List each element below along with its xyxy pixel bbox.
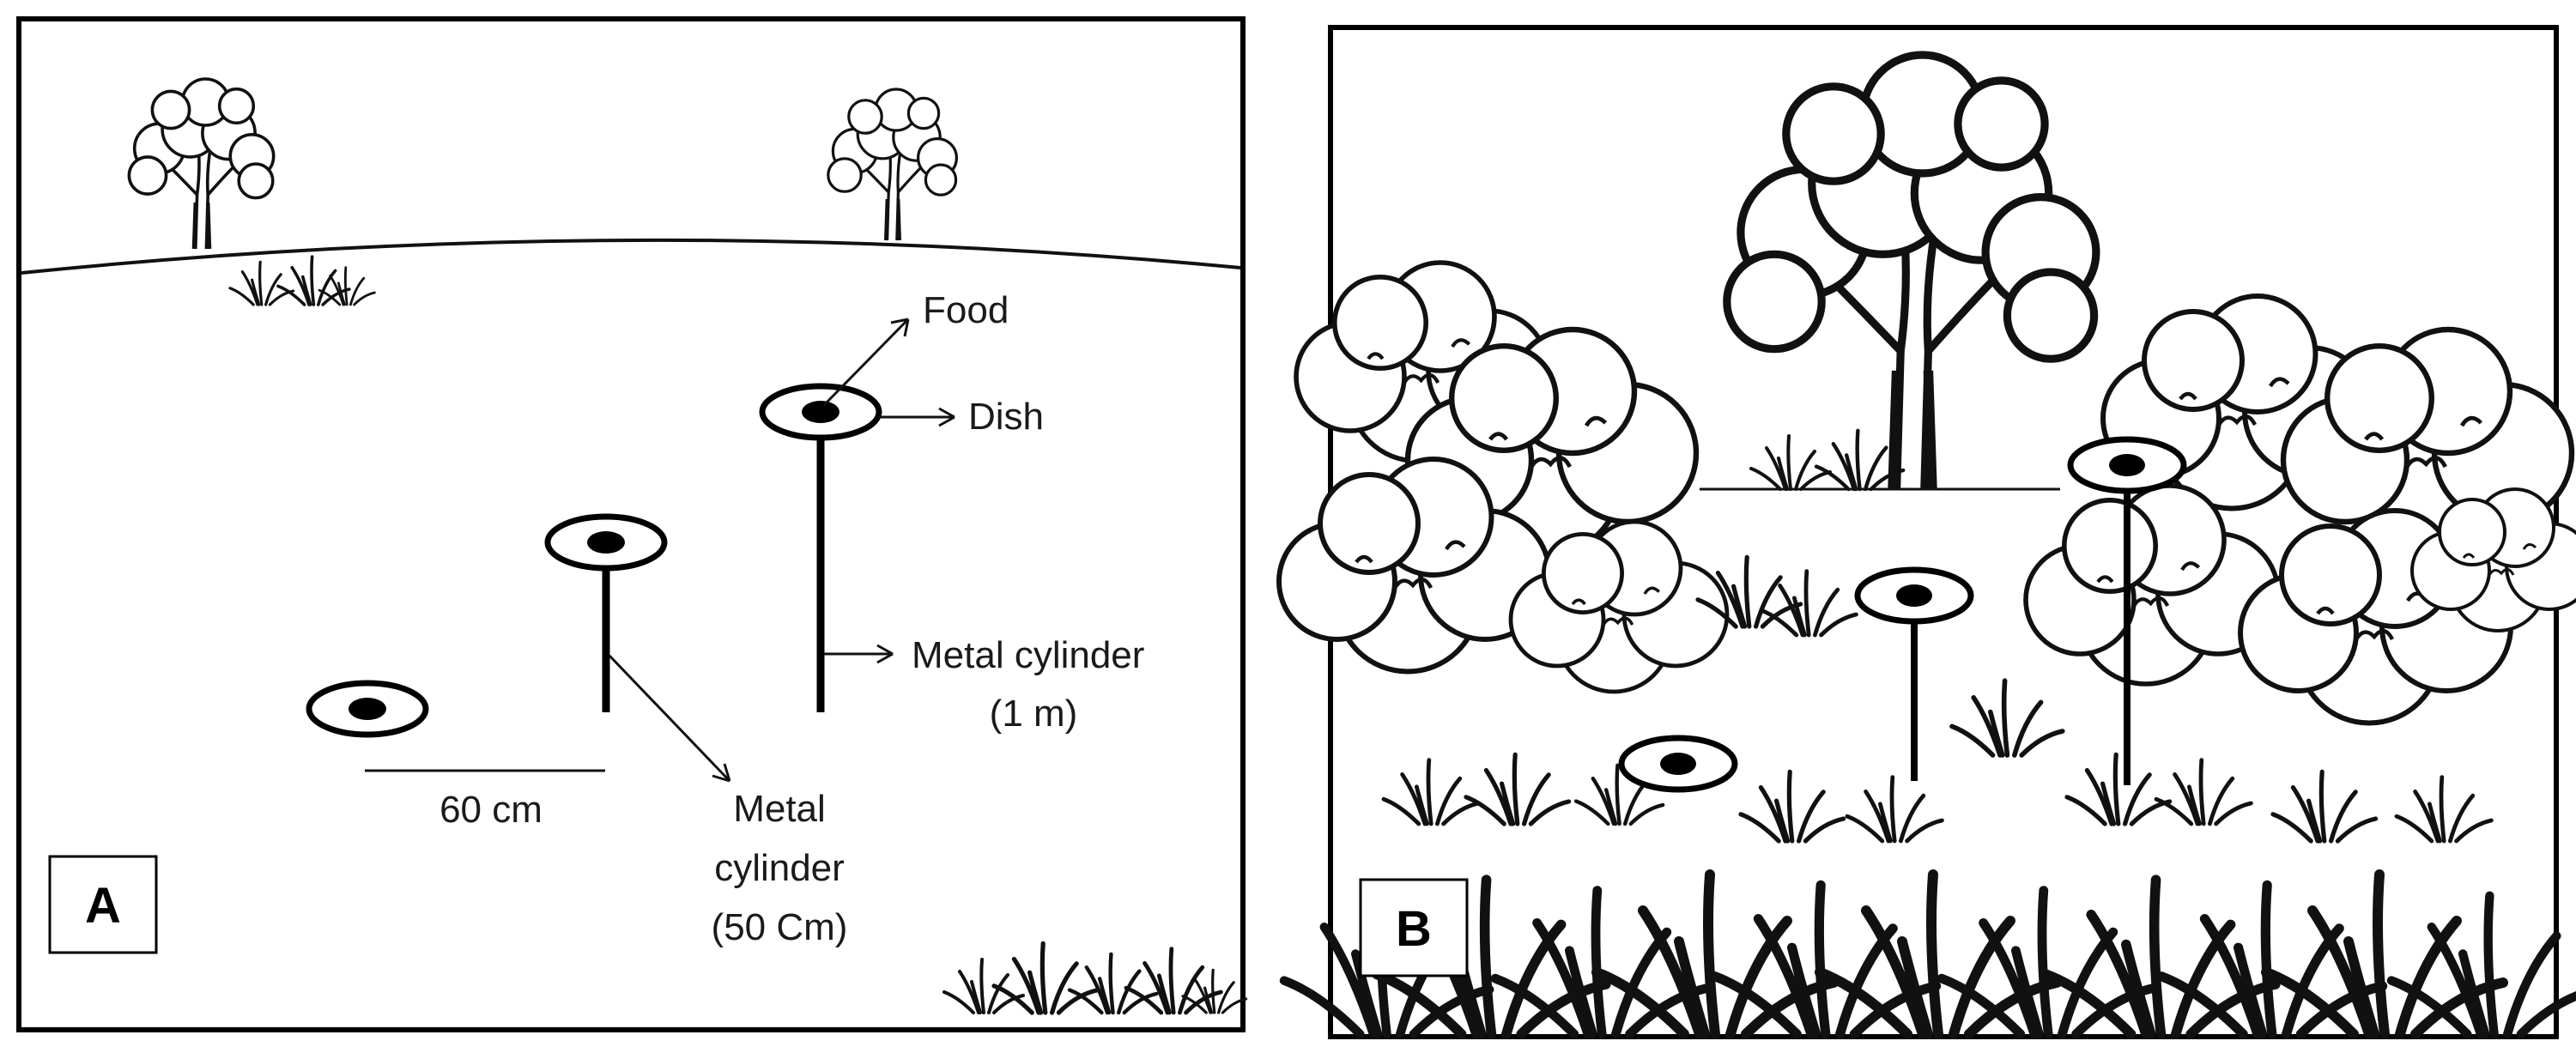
dish-on-50cm-cylinder-b xyxy=(1854,566,1974,781)
food-1m xyxy=(802,401,839,423)
label-metal-cylinder-50cm-line1: Metal xyxy=(733,788,826,830)
arrow-dish xyxy=(879,407,955,427)
food-ground xyxy=(349,698,386,720)
label-metal-cylinder-50cm-line2: cylinder xyxy=(714,847,845,889)
food-ground-b xyxy=(1660,753,1696,775)
annotation-arrows xyxy=(608,318,955,783)
arrow-food xyxy=(822,318,910,407)
horizon-line xyxy=(21,238,1241,275)
panel-b-letter: B xyxy=(1396,901,1432,957)
label-metal-cylinder-1m-line2: (1 m) xyxy=(990,693,1078,735)
panel-a-letter: A xyxy=(85,878,121,934)
dish-ground xyxy=(306,680,429,738)
panel-b-letter-box xyxy=(1359,878,1469,977)
label-spacing: 60 cm xyxy=(439,789,542,831)
dish-on-1m-cylinder xyxy=(759,383,882,712)
label-metal-cylinder-1m-line1: Metal cylinder xyxy=(912,634,1144,676)
label-food: Food xyxy=(923,289,1009,331)
panel-b: B xyxy=(1279,25,2576,1039)
food-50cm xyxy=(587,531,625,554)
dish-ground-b xyxy=(1618,735,1738,793)
grass-foreground xyxy=(1284,861,2576,1034)
dish-on-1m-cylinder-b xyxy=(2067,436,2187,785)
label-dish: Dish xyxy=(968,396,1044,438)
panel-a-letter-box xyxy=(48,855,158,954)
food-1m-b xyxy=(2109,454,2145,476)
arrow-cylinder-1m xyxy=(824,644,894,664)
label-metal-cylinder-50cm-line3: (50 Cm) xyxy=(712,906,848,948)
panel-a: Food Dish Metal cylinder (1 m) Metal cyl… xyxy=(16,16,1248,1032)
dish-on-50cm-cylinder xyxy=(544,513,668,712)
arrow-cylinder-50cm xyxy=(608,654,731,783)
food-50cm-b xyxy=(1896,584,1932,607)
